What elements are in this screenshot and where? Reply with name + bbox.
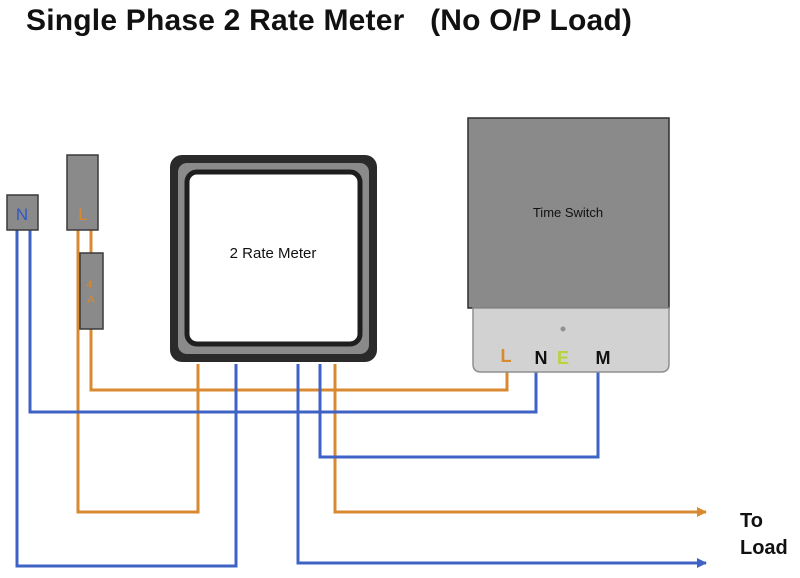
time-switch-indicator-dot <box>560 326 566 332</box>
time-switch-label: Time Switch <box>533 205 603 220</box>
meter-face <box>184 169 363 347</box>
fuse-rating-label: 4 A <box>86 279 95 306</box>
neutral-wire-to-timeswitch <box>28 230 538 414</box>
time-switch-terminal-cover <box>472 307 670 373</box>
to-load-line2: Load <box>740 537 788 559</box>
neutral-wire-supply-to-meter <box>15 230 238 568</box>
live-terminal-block <box>66 154 99 231</box>
neutral-wire-meter-output <box>296 364 707 568</box>
terminal-label-e: E <box>557 348 569 368</box>
switch-wire-m-to-meter <box>318 364 600 459</box>
terminal-label-m: M <box>596 348 611 368</box>
terminal-label-l: L <box>501 346 512 366</box>
fuse <box>79 252 104 330</box>
live-wire-meter-output <box>333 364 707 517</box>
live-wire-supply-to-meter <box>76 230 200 514</box>
terminal-label-n: N <box>535 348 548 368</box>
page-title: Single Phase 2 Rate Meter (No O/P Load) <box>26 4 633 37</box>
time-switch-body <box>467 117 670 309</box>
to-load-label: To Load <box>740 508 788 562</box>
live-block-label: L <box>78 205 87 224</box>
meter-label: 2 Rate Meter <box>230 245 317 262</box>
to-load-line1: To <box>740 510 763 532</box>
neutral-wires <box>15 230 707 568</box>
neutral-block-label: N <box>16 205 28 224</box>
neutral-terminal-block <box>6 194 39 231</box>
